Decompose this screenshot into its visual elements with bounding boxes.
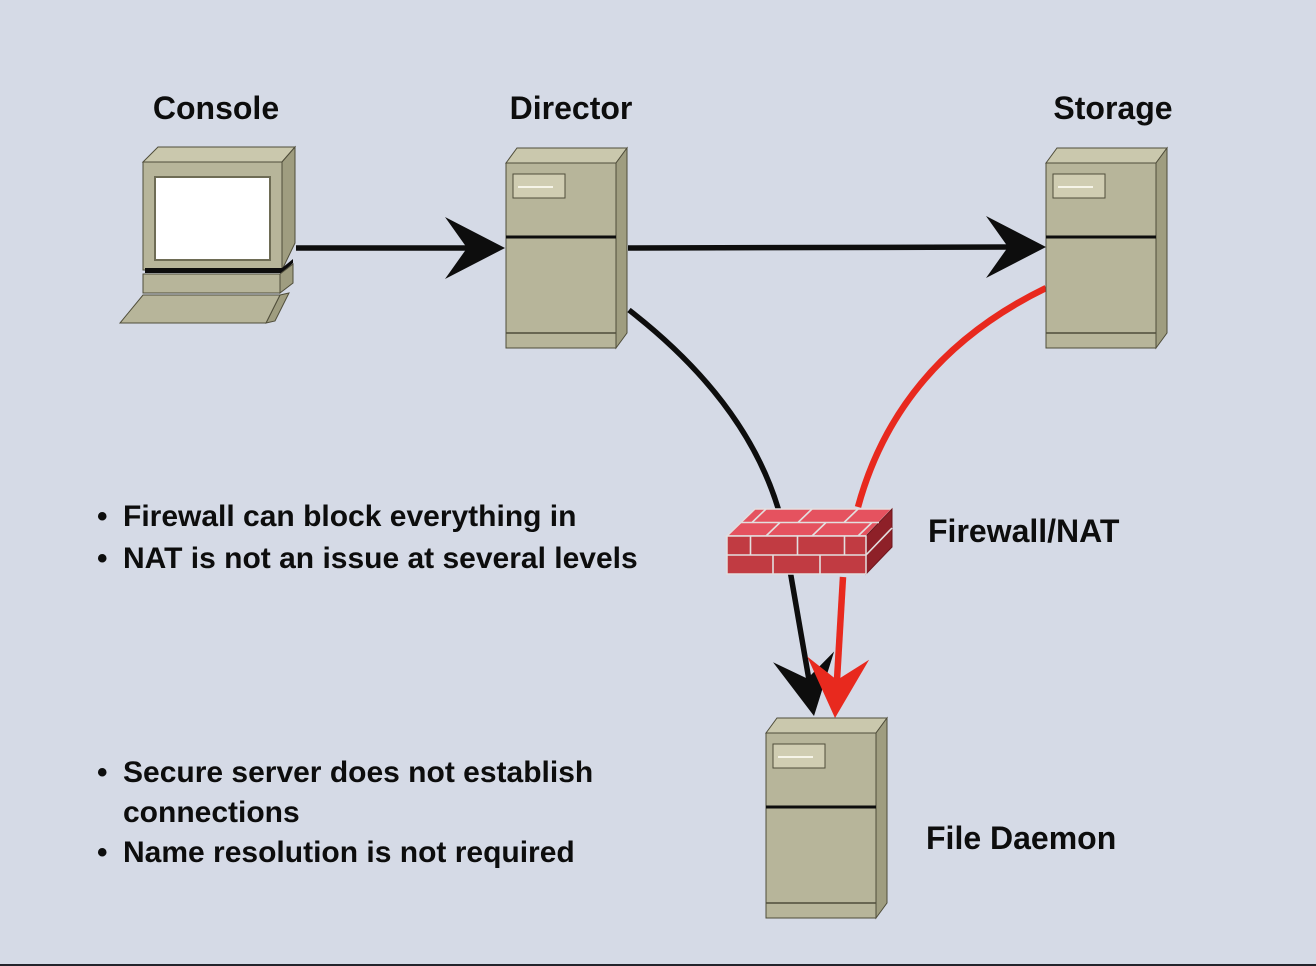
director-label: Director (509, 90, 633, 126)
console-shadow-strip (145, 259, 293, 273)
console-monitor-top (141, 146, 297, 163)
storage-icon (1044, 146, 1169, 350)
firewall-mortar-top (741, 508, 879, 537)
console-icon (118, 145, 297, 324)
bullet-icon: • (97, 836, 108, 869)
file-daemon-icon (764, 716, 889, 920)
firewall-notes-list: • Firewall can block everything in • NAT… (97, 496, 742, 580)
console-label: Console (152, 90, 280, 126)
firewall-mortar-side (865, 527, 893, 556)
list-item: • Firewall can block everything in (97, 496, 742, 538)
bullet-icon: • (97, 756, 108, 789)
director-filedaemon-line (627, 307, 812, 681)
note-text: NAT is not an issue at several levels (123, 542, 638, 575)
console-screen (154, 176, 271, 261)
firewall-icon (725, 507, 894, 576)
note-text: Secure server does not establish connect… (123, 756, 594, 829)
file-daemon-label: File Daemon (926, 820, 1117, 856)
console-monitor-side (281, 145, 296, 271)
storage-label: Storage (1053, 90, 1173, 126)
console-base-side (279, 262, 294, 295)
list-item: • NAT is not an issue at several levels (97, 538, 742, 580)
bottom-edge-line (0, 964, 1316, 966)
storage-filedaemon-line-upper (854, 285, 1048, 508)
note-text: Firewall can block everything in (123, 500, 577, 533)
console-base-front (142, 273, 281, 294)
storage-filedaemon-line-lower (833, 576, 847, 681)
list-item: • Secure server does not establish conne… (97, 753, 657, 833)
firewall-label: Firewall/NAT (928, 513, 1120, 549)
director-storage-arrow (627, 216, 1046, 278)
console-director-arrow (296, 217, 505, 279)
bullet-icon: • (97, 500, 108, 533)
bullet-icon: • (97, 542, 108, 575)
note-text: Name resolution is not required (123, 836, 575, 869)
firewall-mortar-front (727, 536, 866, 574)
list-item: • Name resolution is not required (97, 833, 657, 873)
director-icon (504, 146, 629, 350)
server-notes-list: • Secure server does not establish conne… (97, 753, 657, 873)
console-keyboard (118, 294, 281, 324)
